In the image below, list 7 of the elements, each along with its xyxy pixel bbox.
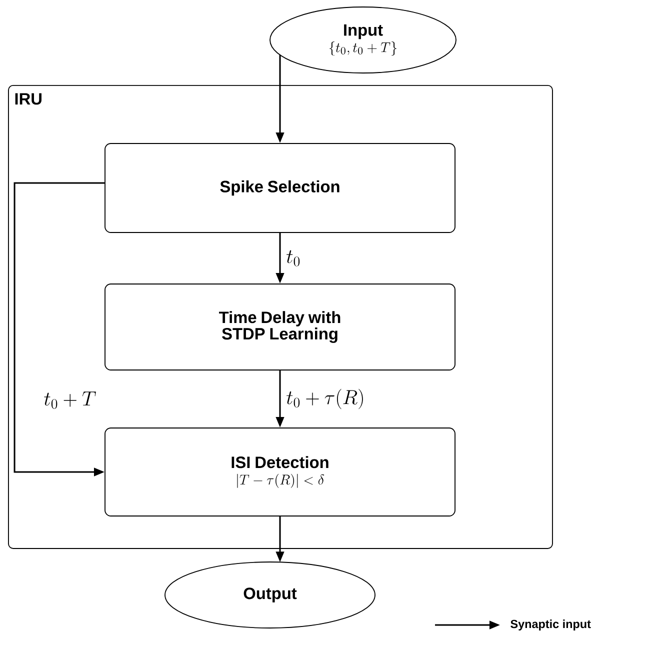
edge-label: $t_0 + T$ <box>44 392 96 409</box>
legend-label: Synaptic input <box>510 620 591 630</box>
process-box: ISI Detection $|T - \tau(R)| < \delta$ <box>104 428 456 516</box>
edge-label: $t_0 + \tau(R)$ <box>286 388 363 410</box>
process-box: Time Delay with STDP Learning <box>104 284 456 370</box>
process-box: Spike Selection <box>104 143 456 233</box>
edge-label: $t_0$ <box>286 250 300 266</box>
